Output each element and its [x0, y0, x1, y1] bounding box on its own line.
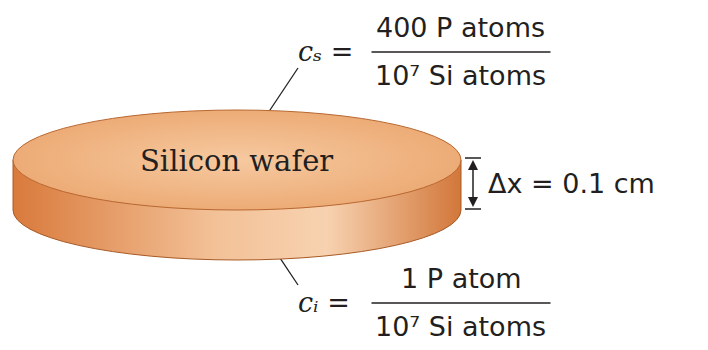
fraction-numerator: 1 P atom	[401, 263, 522, 294]
wafer-top	[13, 110, 461, 210]
fraction-denominator: 10⁷ Si atoms	[375, 311, 546, 342]
thickness-label: Δx = 0.1 cm	[488, 168, 655, 199]
concentration-symbol: cₛ =	[298, 36, 353, 67]
thickness-dimension	[465, 158, 481, 209]
fraction-denominator: 10⁷ Si atoms	[375, 60, 546, 91]
concentration-symbol: cᵢ =	[298, 287, 350, 318]
silicon-wafer: Silicon wafer	[8, 106, 468, 268]
fraction-bar	[371, 302, 550, 304]
wafer-label: Silicon wafer	[140, 145, 333, 178]
wafer-disk	[8, 106, 468, 268]
fraction-bar	[371, 51, 550, 53]
fraction-numerator: 400 P atoms	[376, 12, 545, 43]
